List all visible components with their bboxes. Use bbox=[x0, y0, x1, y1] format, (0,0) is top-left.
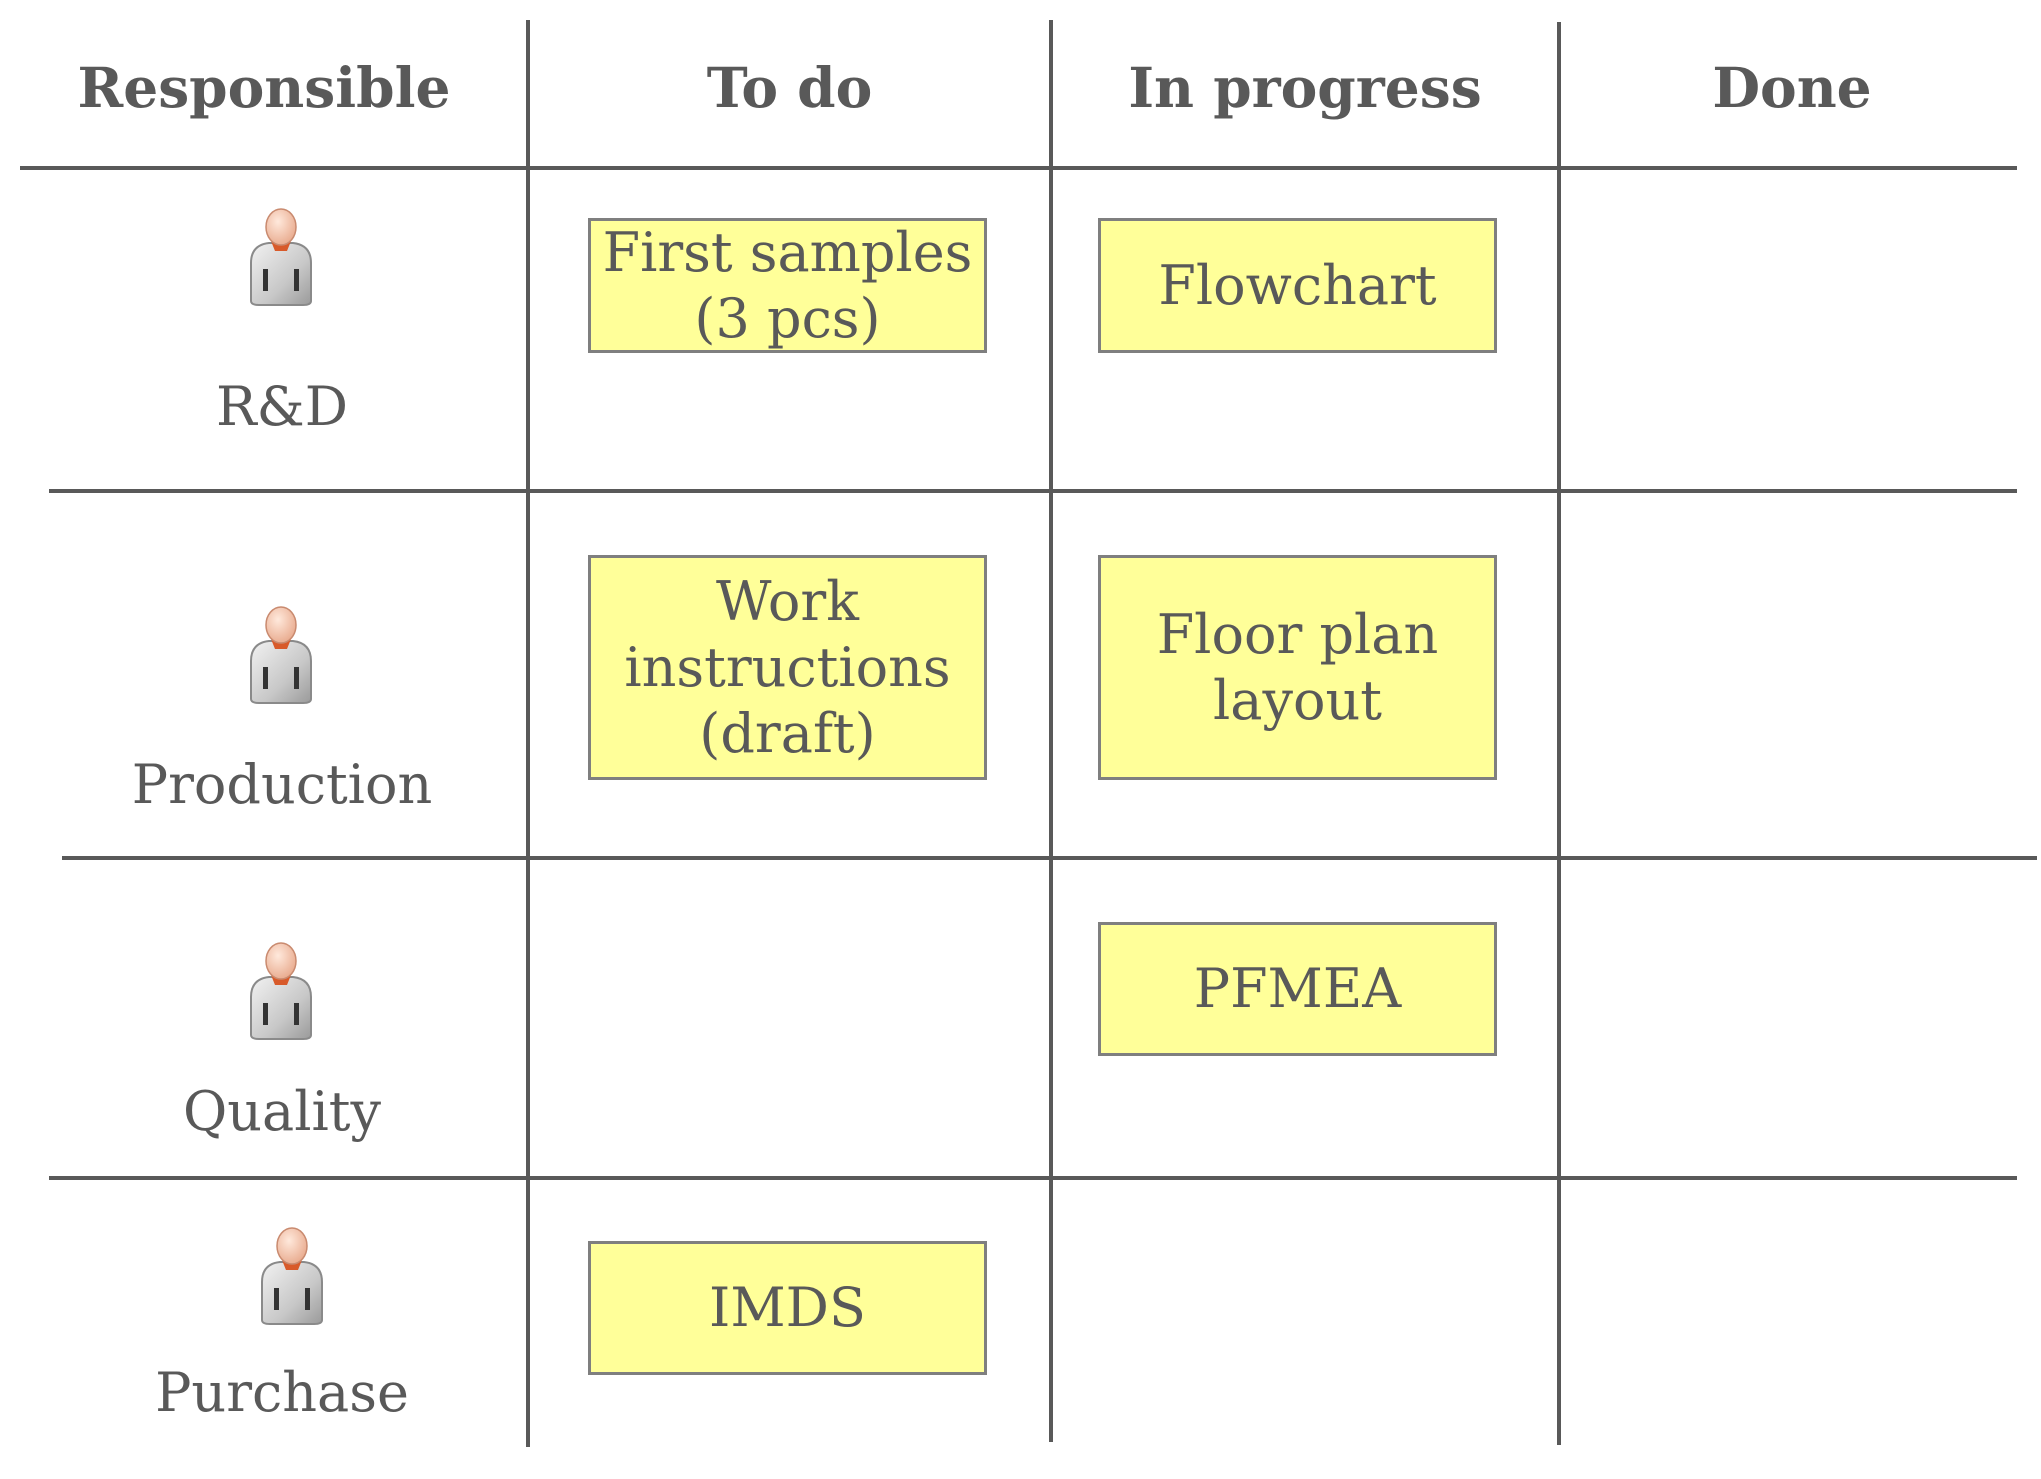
column-divider-3 bbox=[1557, 22, 1561, 1445]
header-in-progress: In progress bbox=[1128, 55, 1482, 120]
task-card-imds[interactable]: IMDS bbox=[588, 1241, 987, 1375]
task-card-floor-plan-layout[interactable]: Floor plan layout bbox=[1098, 555, 1497, 780]
header-responsible: Responsible bbox=[77, 55, 451, 120]
person-icon bbox=[252, 1224, 332, 1328]
person-icon bbox=[241, 939, 321, 1043]
row-divider-1 bbox=[49, 489, 2017, 493]
column-divider-1 bbox=[526, 20, 530, 1447]
task-card-flowchart[interactable]: Flowchart bbox=[1098, 218, 1497, 353]
person-icon bbox=[241, 603, 321, 707]
role-label-production: Production bbox=[131, 753, 433, 816]
person-icon bbox=[241, 205, 321, 309]
column-divider-2 bbox=[1049, 20, 1053, 1442]
header-done: Done bbox=[1712, 55, 1872, 120]
header-divider bbox=[20, 166, 2017, 170]
header-todo: To do bbox=[706, 55, 873, 120]
role-label-purchase: Purchase bbox=[155, 1361, 409, 1424]
task-card-work-instructions[interactable]: Work instructions (draft) bbox=[588, 555, 987, 780]
task-card-pfmea[interactable]: PFMEA bbox=[1098, 922, 1497, 1056]
role-label-quality: Quality bbox=[183, 1080, 381, 1143]
task-card-first-samples[interactable]: First samples (3 pcs) bbox=[588, 218, 987, 353]
row-divider-3 bbox=[49, 1176, 2017, 1180]
role-label-rd: R&D bbox=[215, 375, 349, 438]
